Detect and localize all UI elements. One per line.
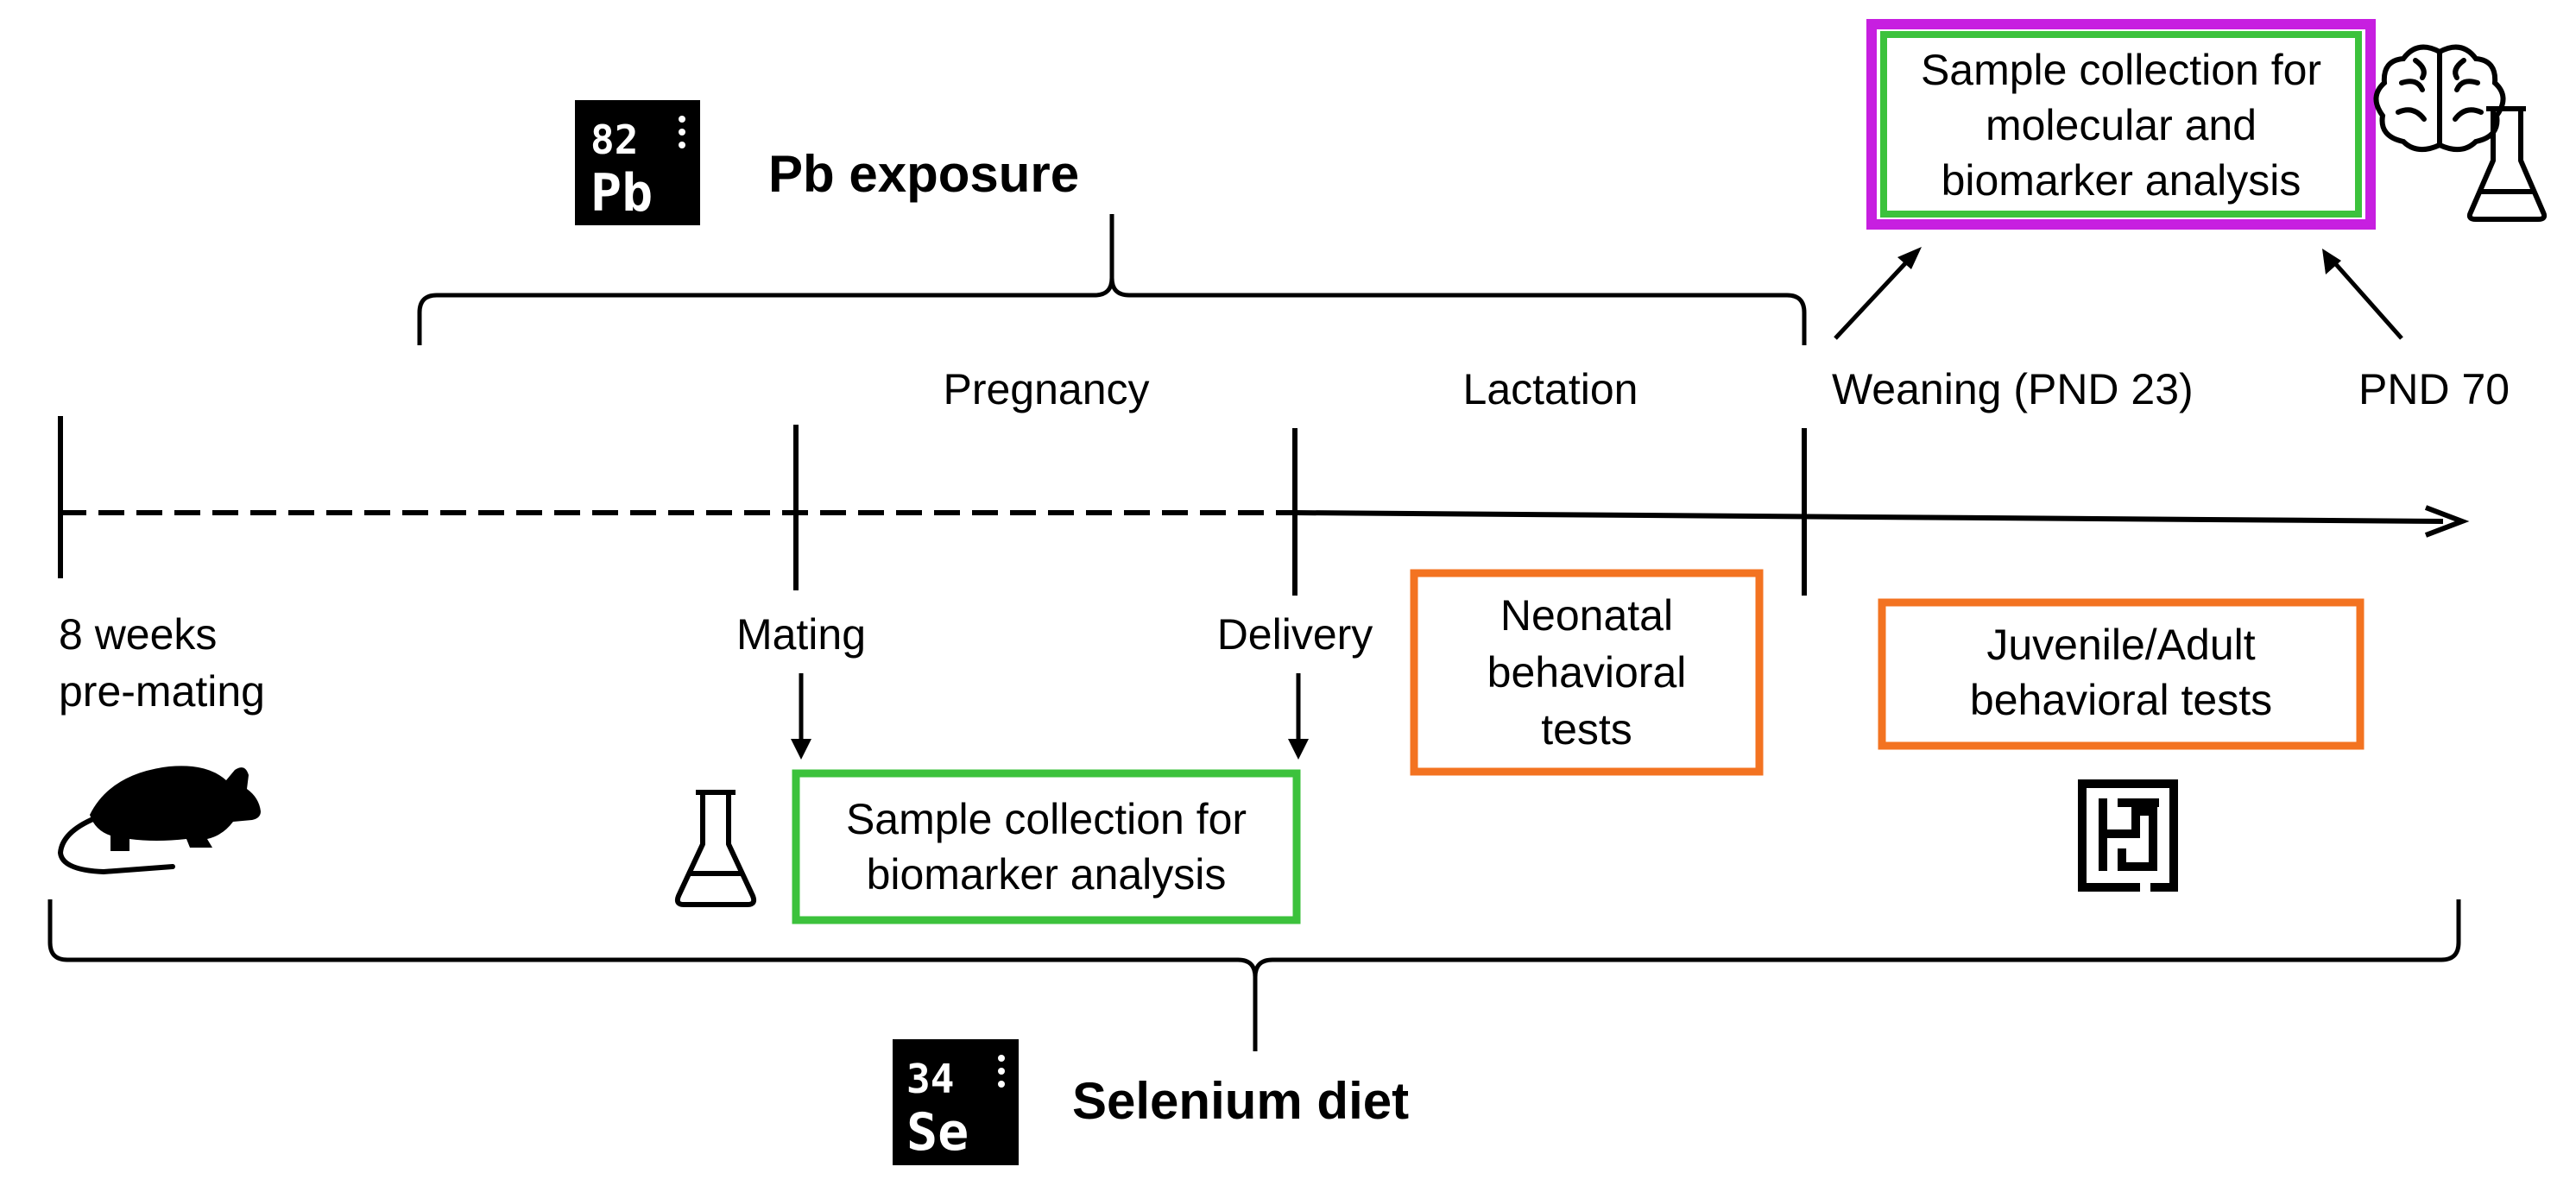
lactation-label: Lactation [1463,365,1638,413]
se-atomic-number: 34 [906,1056,954,1102]
juvenile-line2: behavioral tests [1970,676,2272,724]
weaning-arrow [1834,259,1910,340]
pnd70-arrow [2333,261,2403,340]
selenium-diet-label: Selenium diet [1072,1072,1409,1130]
neonatal-tests-box: Neonatal behavioral tests [1410,569,1764,776]
sample-molecular-line3: biomarker analysis [1941,156,2301,205]
juvenile-line1: Juvenile/Adult [1986,621,2255,669]
pb-exposure-label: Pb exposure [768,145,1079,203]
pregnancy-label: Pregnancy [943,365,1149,413]
selenium-element-icon: 34 Se [893,1039,1019,1165]
premating-label-line2: pre-mating [59,667,265,716]
pnd70-label: PND 70 [2358,365,2510,413]
sample-biomarker-box: Sample collection for biomarker analysis [792,769,1301,924]
juvenile-tests-box: Juvenile/Adult behavioral tests [1878,598,2364,750]
brain-icon [2373,44,2506,153]
timeline-arrowhead [2424,505,2470,538]
weaning-label: Weaning (PND 23) [1832,365,2194,413]
sample-molecular-line2: molecular and [1986,101,2257,149]
maze-icon [2078,779,2178,892]
pb-exposure-brace [417,214,1807,345]
mating-label: Mating [736,610,866,659]
neonatal-line3: tests [1541,705,1632,754]
flask-icon [674,790,757,907]
se-symbol: Se [906,1102,969,1163]
delivery-label: Delivery [1217,610,1373,659]
pb-atomic-number: 82 [590,117,638,163]
sample-biomarker-line1: Sample collection for [846,795,1247,843]
flask-icon [2466,106,2548,222]
selenium-diet-brace [47,899,2461,1051]
sample-molecular-line1: Sample collection for [1921,46,2321,94]
lead-element-icon: 82 Pb [575,100,700,225]
mouse-icon [57,766,261,875]
sample-molecular-box: Sample collection for molecular and biom… [1866,19,2376,230]
timeline-solid [1294,510,2444,524]
pb-symbol: Pb [590,163,653,224]
neonatal-line2: behavioral [1487,648,1687,697]
premating-label-line1: 8 weeks [59,610,217,659]
sample-biomarker-line2: biomarker analysis [867,850,1227,899]
neonatal-line1: Neonatal [1500,591,1673,640]
